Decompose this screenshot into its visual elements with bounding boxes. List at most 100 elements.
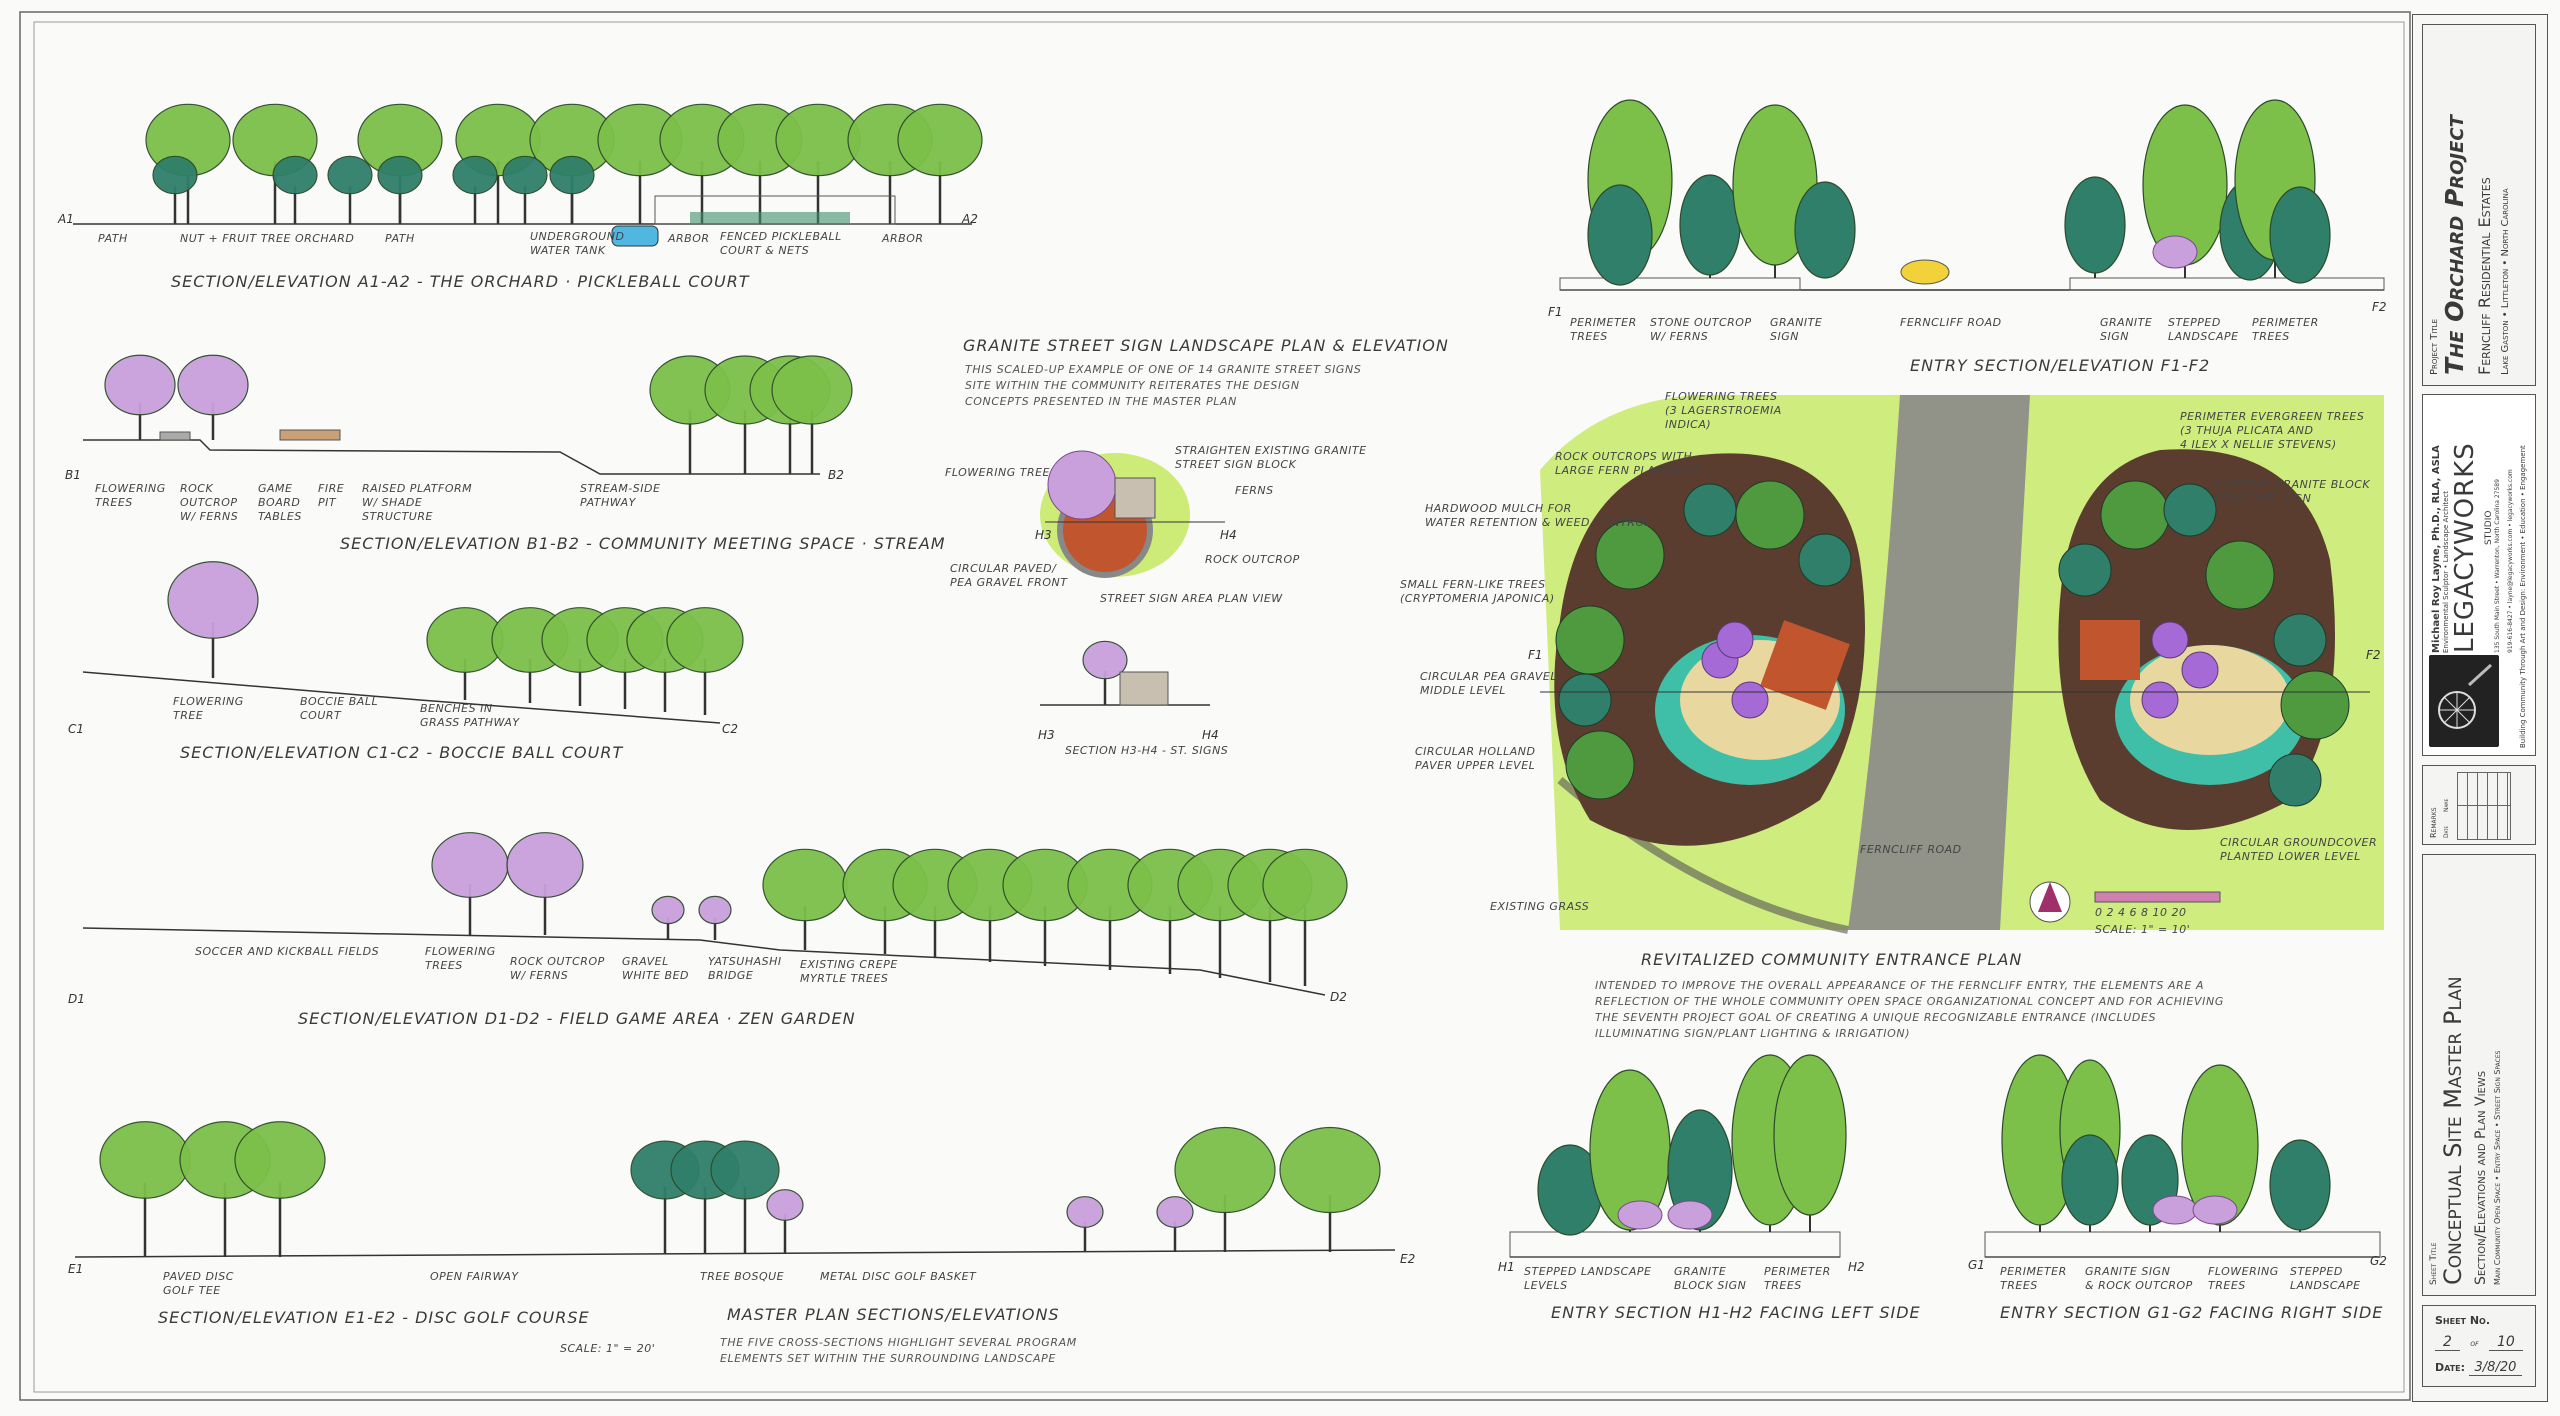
- flowering-tree: [1066, 1196, 1104, 1228]
- pickleball-court: [690, 212, 850, 224]
- sheet-detail: Main Community Open Space • Entry Space …: [2493, 1050, 2502, 1285]
- cypress-tree: [2269, 186, 2331, 284]
- flowering-tree: [431, 832, 509, 898]
- title-sections-d-title: Section/Elevation D1-D2 - Field Game Are…: [298, 1009, 856, 1028]
- label-entry-f-labels-1: Stone Outcrop W/ Ferns: [1650, 316, 1752, 343]
- label-granite-labels-4: Circular paved/ pea gravel front: [950, 562, 1068, 589]
- firm-logo: [2429, 655, 2499, 747]
- perimeter-tree: [1565, 730, 1635, 800]
- label-entry-h-labels-2: Perimeter Trees: [1764, 1265, 1831, 1292]
- section-marker-sections-e-end: E2: [1400, 1252, 1416, 1266]
- label-entry-f-labels-2: Granite Sign: [1770, 316, 1823, 343]
- title-sections-c-title: Section/Elevation C1-C2 - Boccie Ball Co…: [180, 743, 624, 762]
- cypress-tree: [1773, 1054, 1847, 1216]
- label-sections-e-labels-0: Paved Disc Golf Tee: [163, 1270, 234, 1297]
- remarks-grid: [2457, 772, 2511, 840]
- section-marker-entry-g-end: G2: [2370, 1254, 2387, 1268]
- sheet-subtitle: Section/Elevations and Plan Views: [2473, 1070, 2489, 1285]
- label-sections-a-labels-1: Nut + Fruit Tree Orchard: [180, 232, 355, 245]
- label-granite-labels-0: Straighten existing granite street sign …: [1175, 444, 1367, 471]
- cypress-tree: [2269, 1139, 2331, 1231]
- studio-name: LEGACYWORKS: [2450, 442, 2480, 653]
- perimeter-tree: [2100, 480, 2170, 550]
- studio-contact: 919-616-8427 • layne@legacyworks.com • l…: [2507, 469, 2514, 653]
- section-marker-granite-markers-1: H4: [1220, 528, 1237, 542]
- section-marker-entrance-markers-1: F2: [2366, 648, 2381, 662]
- tree-canopy: [549, 155, 595, 195]
- north-arrow-pointer: [2038, 882, 2062, 912]
- rock-outcrop: [159, 431, 191, 441]
- section-marker-sections-c-end: C2: [722, 722, 739, 736]
- label-sections-a-labels-2: Path: [385, 232, 415, 245]
- perimeter-tree: [2273, 613, 2327, 667]
- perimeter-tree: [1558, 673, 1612, 727]
- section-marker-sections-c-start: C1: [68, 722, 85, 736]
- ground-line: [82, 671, 721, 724]
- description-master: The five cross-sections highlight severa…: [720, 1336, 1077, 1365]
- tree-canopy: [1174, 1126, 1276, 1214]
- label-sections-b-labels-1: Rock Outcrop W/ Ferns: [180, 482, 239, 523]
- cypress-tree: [1587, 184, 1653, 286]
- section-marker-entry-f-end: F2: [2372, 300, 2387, 314]
- label-sections-a-labels-6: Arbor: [882, 232, 924, 245]
- title-master-title: Master Plan Sections/Elevations: [727, 1305, 1060, 1324]
- label-master-scale: Scale: 1" = 20': [560, 1342, 656, 1355]
- label-entry-h-labels-1: Granite Block Sign: [1674, 1265, 1747, 1292]
- section-marker-sections-d-end: D2: [1330, 990, 1347, 1004]
- flowering-tree: [506, 832, 584, 898]
- project-title-text: Project Title The Orchard Project Ferncl…: [2429, 35, 2517, 375]
- perimeter-tree: [1798, 533, 1852, 587]
- perimeter-tree: [2268, 753, 2322, 807]
- flowering-tree: [1082, 640, 1128, 680]
- tree-canopy: [152, 155, 198, 195]
- tree-canopy: [234, 1121, 326, 1199]
- label-sections-c-labels-1: Boccie Ball Court: [300, 695, 379, 722]
- sheet-title-text: Sheet Title Conceptual Site Master Plan …: [2429, 865, 2506, 1285]
- cypress-tree: [2061, 1134, 2119, 1226]
- label-sections-b-labels-2: Game Board Tables: [258, 482, 302, 523]
- section-marker-sections-d-start: D1: [68, 992, 85, 1006]
- flowering-tree: [1667, 1200, 1713, 1230]
- firm-tagline: Building Community Through Art and Desig…: [2519, 445, 2527, 748]
- sheet-number-panel: Sheet No. 2 of 10 Date: 3/8/20: [2422, 1305, 2536, 1387]
- flowering-tree: [2152, 1195, 2198, 1225]
- label-entrance-scale: Scale: 1" = 10': [2095, 923, 2191, 936]
- section-marker-entrance-markers-0: F1: [1528, 648, 1543, 662]
- label-sections-d-labels-0: Soccer and Kickball Fields: [195, 945, 380, 958]
- tree-canopy: [771, 355, 853, 425]
- description-granite: This scaled-up example of one of 14 gran…: [965, 363, 1362, 408]
- tree-canopy: [666, 607, 744, 673]
- label-entry-g-labels-2: Flowering Trees: [2208, 1265, 2279, 1292]
- section-marker-sections-a-end: A2: [962, 212, 978, 226]
- tree-canopy: [1279, 1126, 1381, 1214]
- flowering-tree: [651, 895, 685, 925]
- tree-canopy: [1262, 848, 1348, 922]
- tree-canopy: [897, 103, 983, 177]
- wheel-icon: [2438, 663, 2493, 729]
- label-granite-labels-5: Street sign area plan view: [1100, 592, 1283, 605]
- label-entrance-labels-7: Perimeter evergreen trees (3 Thuja Plica…: [2180, 410, 2365, 451]
- label-entrance-scale-ticks: 0 2 4 6 8 10 20: [2095, 906, 2187, 919]
- tree-canopy: [710, 1140, 780, 1200]
- flowering-tree: [1156, 1196, 1194, 1228]
- label-sections-a-labels-0: Path: [98, 232, 128, 245]
- architect-role: Environmental Sculptor • Landscape Archi…: [2442, 491, 2450, 653]
- project-location: Lake Gaston • Littleton • North Carolina: [2500, 188, 2511, 375]
- label-entrance-labels-2: Hardwood mulch for water retention & wee…: [1425, 502, 1652, 529]
- firm-tagline-wrap: Building Community Through Art and Desig…: [2519, 403, 2527, 748]
- perimeter-tree: [1683, 483, 1737, 537]
- label-entry-f-labels-6: Perimeter Trees: [2252, 316, 2319, 343]
- tree-canopy: [99, 1121, 191, 1199]
- label-sections-b-labels-4: Raised Platform W/ Shade Structure: [362, 482, 473, 523]
- remarks-name-col: Name: [2443, 798, 2450, 813]
- flowering-tree: [2151, 621, 2189, 659]
- title-entry-h-title: Entry Section H1-H2 Facing Left Side: [1551, 1303, 1921, 1322]
- granite-sign-block: [1119, 671, 1169, 706]
- section-marker-entry-g-start: G1: [1968, 1258, 1985, 1272]
- label-sections-e-labels-2: Tree Bosque: [700, 1270, 785, 1283]
- ground-line: [74, 1249, 1396, 1258]
- perimeter-tree: [1555, 605, 1625, 675]
- section-marker-sections-b-end: B2: [828, 468, 844, 482]
- sheet-date: Date: 3/8/20: [2435, 1360, 2523, 1376]
